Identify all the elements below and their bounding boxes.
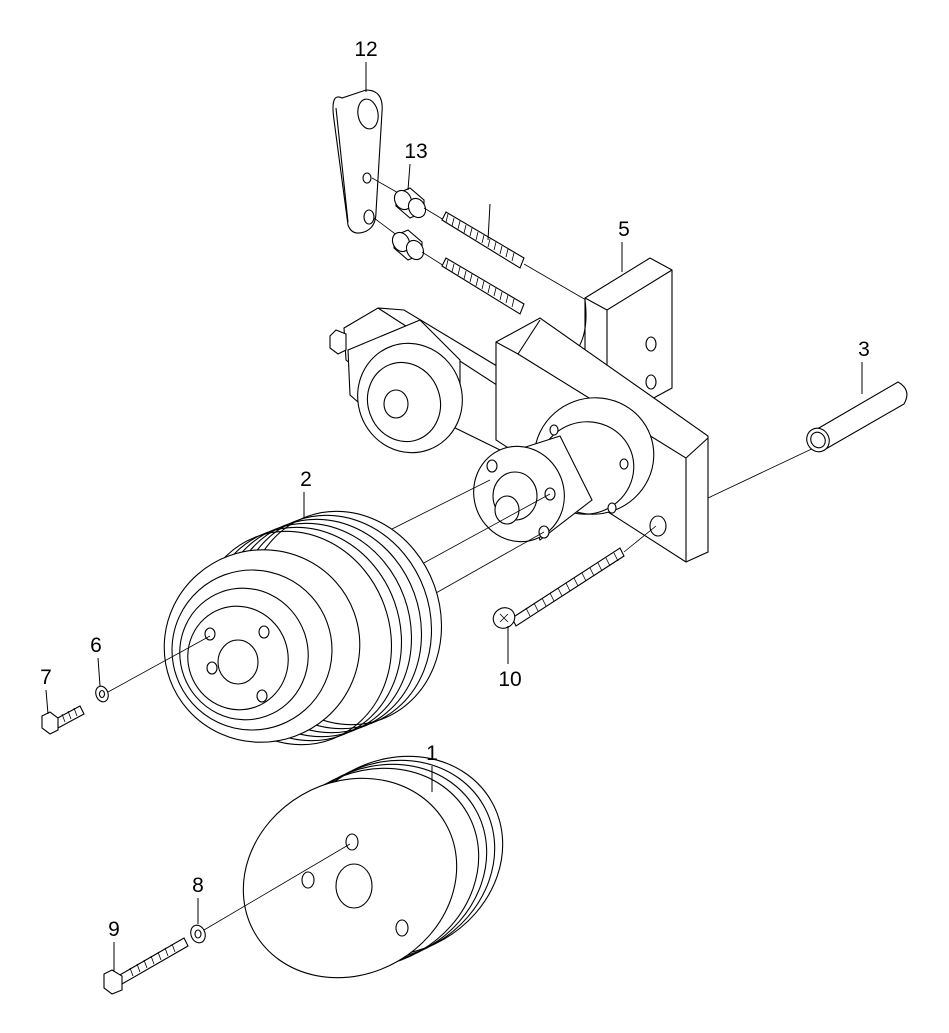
part-9-bolt (103, 937, 189, 995)
svg-text:1: 1 (426, 742, 438, 765)
svg-text:8: 8 (192, 874, 204, 897)
pump-housing (329, 307, 541, 461)
svg-text:9: 9 (108, 918, 120, 941)
part-11-bracket (332, 89, 383, 234)
part-3-sleeve (806, 381, 908, 453)
callout-5: 5 (618, 218, 630, 272)
callout-12: 13 (404, 140, 428, 191)
hub-flange (473, 397, 655, 543)
callout-10: 10 (498, 626, 522, 691)
part-12-spacers (391, 187, 427, 261)
part-6-washer (95, 685, 109, 703)
svg-text:6: 6 (90, 634, 102, 657)
callout-3: 3 (858, 338, 870, 394)
callout-7: 7 (40, 666, 52, 715)
part-10-screw (492, 547, 625, 629)
callout-6: 6 (90, 634, 102, 687)
svg-text:10: 10 (498, 668, 521, 691)
callout-2: 2 (300, 468, 312, 518)
callout-11: 12 (354, 38, 378, 92)
callout-1: 1 (426, 742, 438, 792)
callout-9: 9 (108, 918, 120, 972)
svg-text:12: 12 (354, 38, 377, 61)
svg-text:3: 3 (858, 338, 870, 361)
part-8-washer (190, 924, 206, 944)
callout-8: 8 (192, 874, 204, 924)
part-1-pulley (242, 755, 504, 979)
part-7-bolt (41, 705, 85, 735)
part-2-pulley (163, 510, 443, 746)
svg-text:5: 5 (618, 218, 630, 241)
svg-text:7: 7 (40, 666, 52, 689)
callout-13 (487, 203, 491, 241)
svg-text:13: 13 (404, 140, 427, 163)
part-13-studs (441, 211, 525, 315)
svg-text:2: 2 (300, 468, 312, 491)
